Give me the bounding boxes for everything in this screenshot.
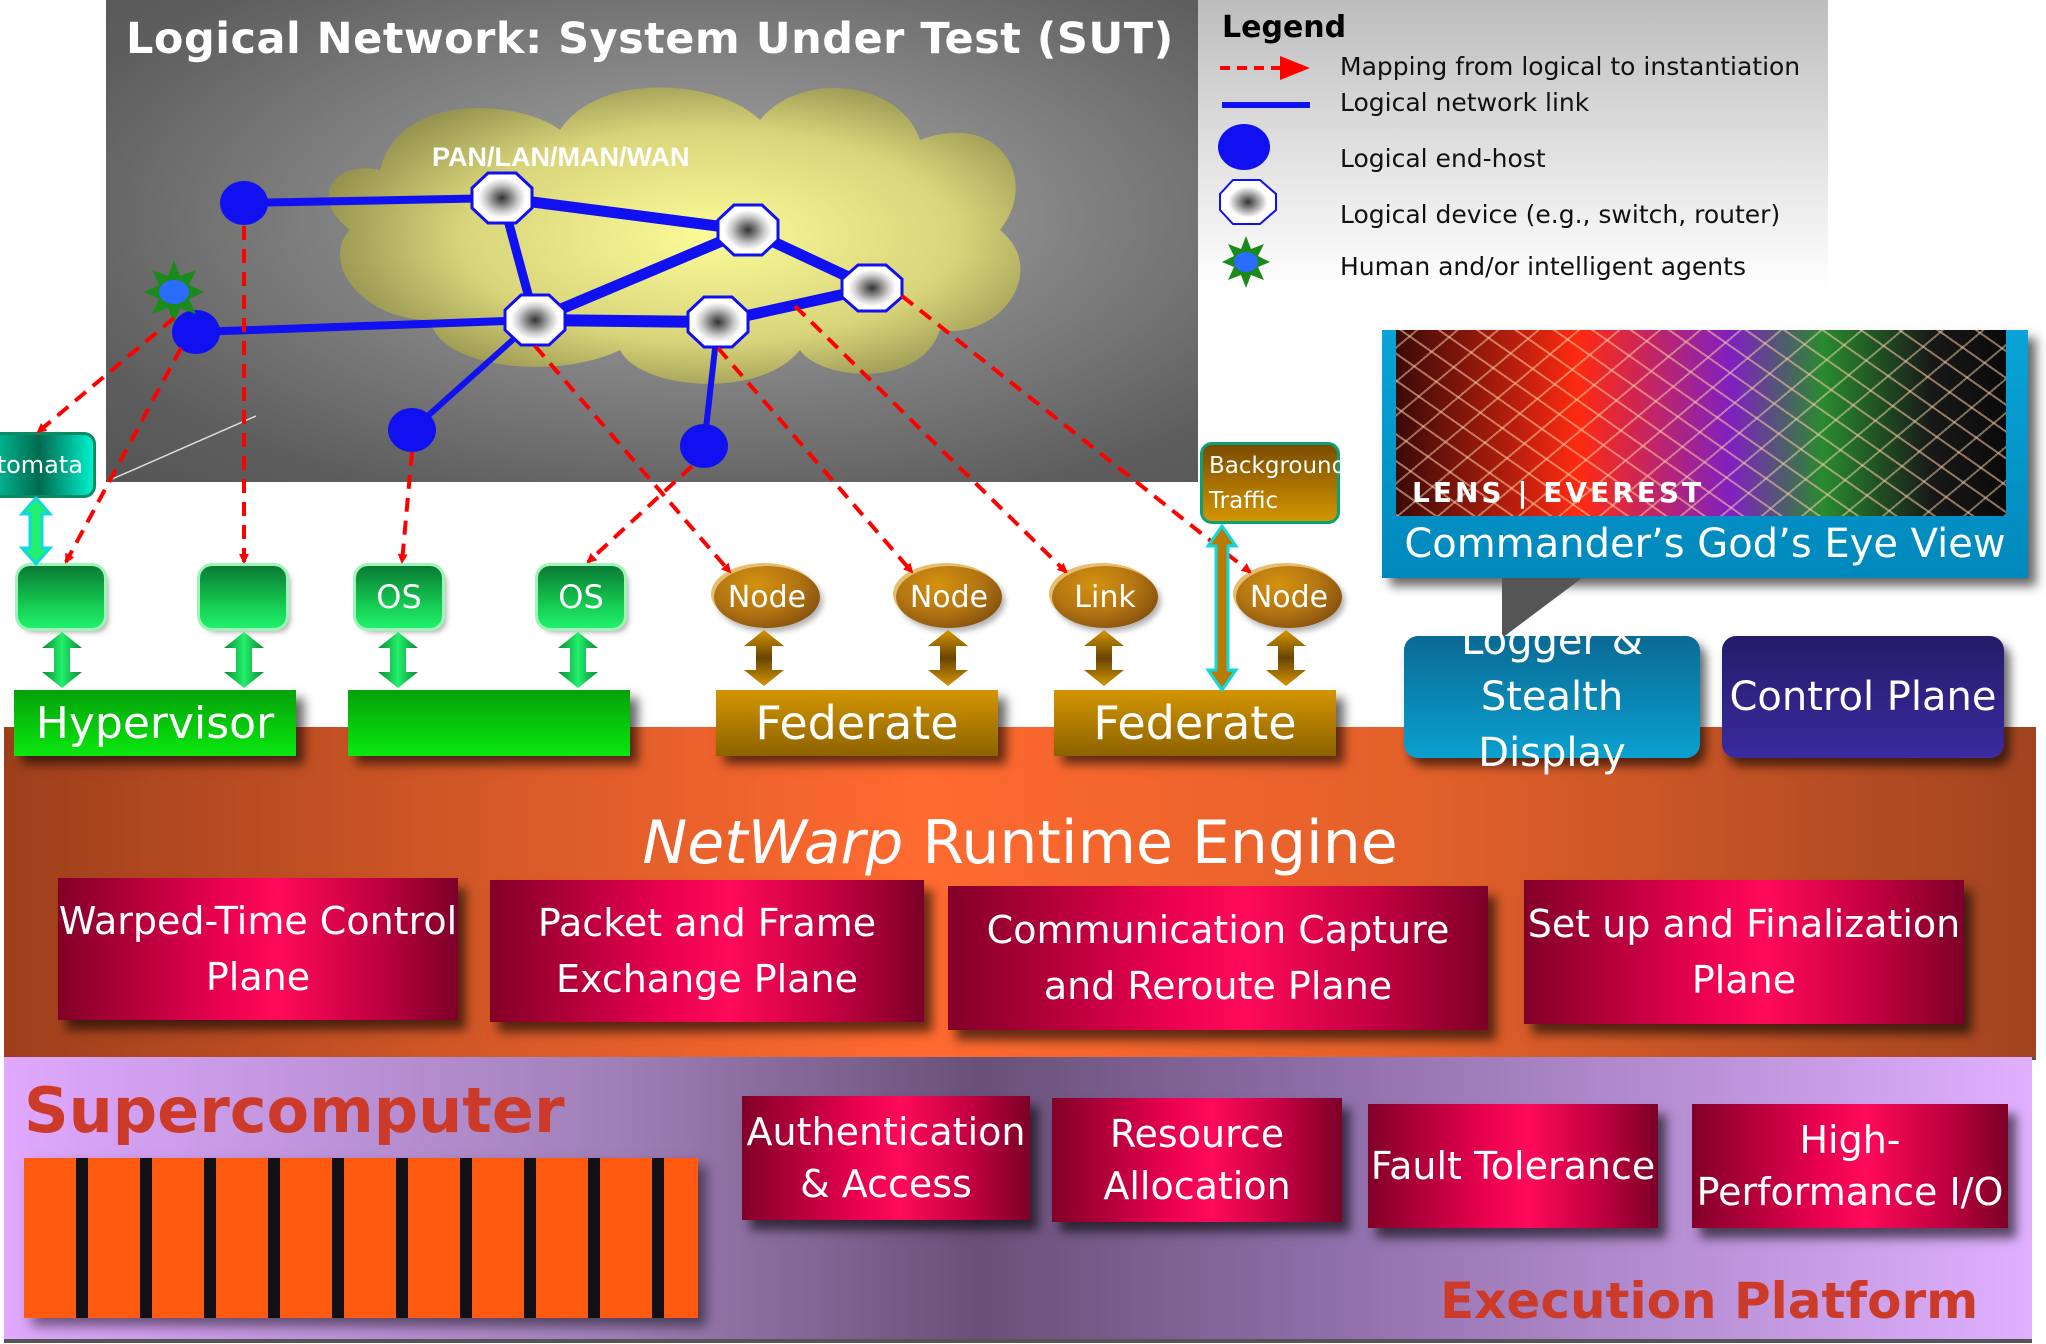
- execution-platform-title: Execution Platform: [1440, 1272, 1979, 1330]
- double-arrow-icon: [224, 632, 264, 688]
- legend: Legend Mapping from logical to instantia…: [1198, 0, 1828, 290]
- hypervisor-box-2: [348, 690, 630, 756]
- background-traffic-box: Background Traffic: [1200, 442, 1346, 524]
- service-box: Authentication & Access: [742, 1096, 1030, 1220]
- double-arrow-icon: [1266, 630, 1306, 686]
- legend-title: Legend: [1222, 10, 1347, 45]
- federate-box: Federate: [716, 690, 998, 756]
- control-plane-box[interactable]: Control Plane: [1722, 636, 2004, 758]
- plane-box: Packet and Frame Exchange Plane: [490, 880, 924, 1022]
- legend-label: Mapping from logical to instantiation: [1340, 52, 1801, 81]
- legend-icons: [1218, 56, 1310, 288]
- federate-node: Node: [896, 566, 1002, 628]
- hypervisor-box: Hypervisor: [14, 690, 296, 756]
- federate-box: Federate: [1054, 690, 1336, 756]
- vm-box: OS: [356, 566, 442, 628]
- callout-pointer: [1502, 578, 1582, 638]
- lens-everest-brand: LENS | EVEREST: [1412, 476, 1705, 509]
- commander-view-panel[interactable]: LENS | EVEREST Commander’s God’s Eye Vie…: [1382, 330, 2028, 578]
- federate-link: Link: [1052, 566, 1158, 628]
- engine-title-italic: NetWarp: [642, 808, 904, 878]
- plane-box: Set up and Finalization Plane: [1524, 880, 1964, 1024]
- sut-title: Logical Network: System Under Test (SUT): [126, 14, 1174, 64]
- legend-label: Human and/or intelligent agents: [1340, 252, 1746, 281]
- legend-label: Logical network link: [1340, 88, 1590, 117]
- node-federate-arrows: [744, 630, 1306, 686]
- service-box: Fault Tolerance: [1368, 1104, 1658, 1228]
- automata-double-arrow-icon: [18, 495, 54, 567]
- engine-title: NetWarp Runtime Engine: [640, 808, 1400, 878]
- double-arrow-icon: [42, 632, 82, 688]
- legend-label: Logical device (e.g., switch, router): [1340, 200, 1781, 229]
- plane-box: Communication Capture and Reroute Plane: [948, 886, 1488, 1030]
- double-arrow-icon: [378, 632, 418, 688]
- agent-star-icon: [1222, 236, 1270, 288]
- commander-view-label: Commander’s God’s Eye View: [1404, 521, 2006, 567]
- logger-stealth-display-box[interactable]: Logger & Stealth Display: [1404, 618, 1700, 776]
- vm-box: [18, 566, 104, 628]
- vm-hypervisor-arrows: [42, 632, 598, 688]
- legend-label: Logical end-host: [1340, 144, 1546, 173]
- visualization-photo: [1396, 330, 2006, 516]
- octagon-device-icon: [1219, 179, 1277, 225]
- supercomputer-photo: [24, 1158, 698, 1318]
- automata-box: tomata: [0, 432, 96, 498]
- double-arrow-icon: [558, 632, 598, 688]
- double-arrow-icon: [744, 630, 784, 686]
- service-box: High-Performance I/O: [1692, 1104, 2008, 1228]
- double-arrow-icon: [928, 630, 968, 686]
- vm-box: OS: [538, 566, 624, 628]
- federate-node: Node: [714, 566, 820, 628]
- background-traffic-double-arrow-icon: [1205, 523, 1239, 693]
- supercomputer-title: Supercomputer: [24, 1074, 565, 1147]
- double-arrow-icon: [1084, 630, 1124, 686]
- engine-title-rest: Runtime Engine: [903, 808, 1398, 878]
- vm-box: [200, 566, 286, 628]
- sut-panel: Logical Network: System Under Test (SUT): [106, 0, 1198, 482]
- blue-circle-icon: [1218, 124, 1270, 170]
- red-dashed-arrow-icon: [1220, 56, 1310, 80]
- service-box: Resource Allocation: [1052, 1098, 1342, 1222]
- plane-box: Warped-Time Control Plane: [58, 878, 458, 1020]
- federate-node: Node: [1236, 566, 1342, 628]
